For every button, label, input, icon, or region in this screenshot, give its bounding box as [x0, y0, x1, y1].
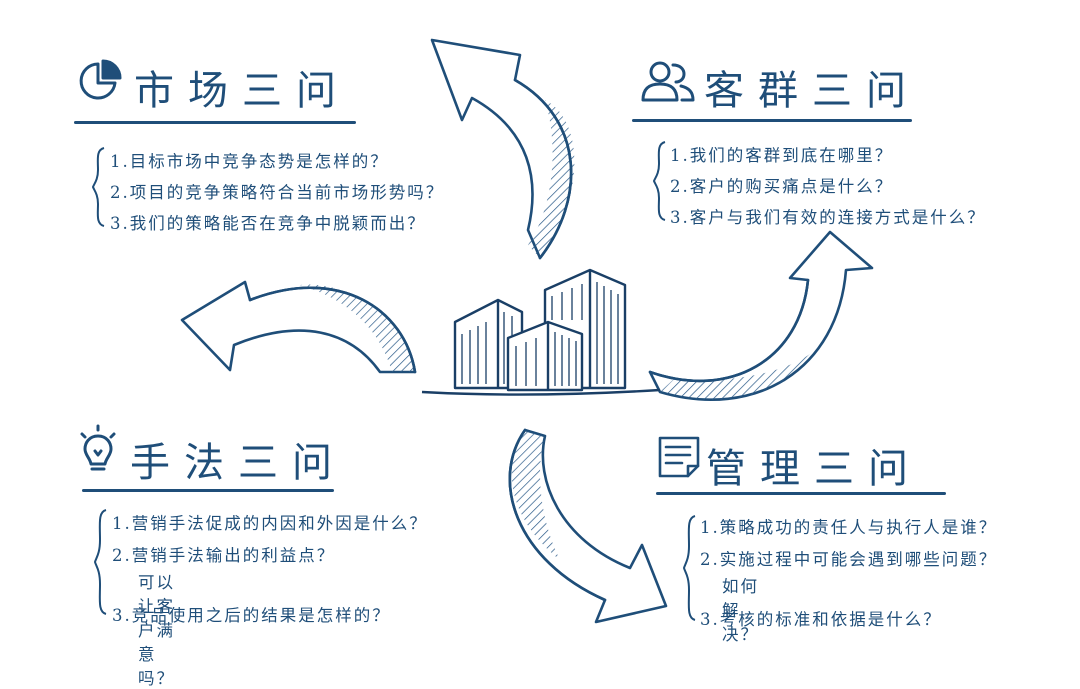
customer-question-3: 3.客户与我们有效的连接方式是什么？	[670, 208, 986, 227]
method-question-2: 2.营销手法输出的利益点？	[112, 546, 336, 565]
customer-brace	[652, 141, 666, 221]
management-question-3: 3.考核的标准和依据是什么？	[700, 610, 942, 629]
management-title-underline	[656, 492, 946, 495]
user-group-icon	[641, 61, 695, 102]
management-title: 管理三问	[706, 446, 922, 492]
management-brace	[682, 515, 696, 621]
market-questions: 1.目标市场中竞争态势是怎样的？ 2.项目的竞争策略符合当前市场形势吗？ 3.我…	[110, 146, 444, 239]
customer-question-2: 2.客户的购买痛点是什么？	[670, 177, 894, 196]
method-title: 手法三问	[130, 440, 346, 486]
method-title-underline	[82, 489, 334, 492]
arrows-and-buildings	[180, 38, 874, 624]
method-brace	[93, 509, 107, 615]
management-question-2: 2.实施过程中可能会遇到哪些问题？	[700, 550, 998, 569]
market-brace	[91, 147, 105, 227]
arrow-up-left	[430, 38, 575, 260]
arrow-left	[180, 280, 417, 374]
lightbulb-icon	[80, 424, 116, 471]
pie-chart-icon	[79, 59, 122, 100]
management-questions: 1.策略成功的责任人与执行人是谁？ 2.实施过程中可能会遇到哪些问题？ 3.考核…	[700, 512, 997, 636]
arrow-up-right	[648, 230, 874, 401]
buildings-icon	[421, 268, 661, 396]
customer-title: 客群三问	[704, 68, 920, 114]
document-icon	[658, 436, 700, 478]
management-question-1: 1.策略成功的责任人与执行人是谁？	[700, 518, 998, 537]
method-questions: 1.营销手法促成的内因和外因是什么？ 2.营销手法输出的利益点？ 3.竞品使用之…	[112, 508, 428, 632]
market-title-underline	[74, 121, 356, 124]
customer-questions: 1.我们的客群到底在哪里？ 2.客户的购买痛点是什么？ 3.客户与我们有效的连接…	[670, 140, 986, 233]
method-question-1: 1.营销手法促成的内因和外因是什么？	[112, 514, 428, 533]
market-question-1: 1.目标市场中竞争态势是怎样的？	[110, 152, 389, 171]
customer-title-underline	[632, 119, 912, 122]
market-question-2: 2.项目的竞争策略符合当前市场形势吗？	[110, 183, 445, 202]
method-question-3: 3.竞品使用之后的结果是怎样的？	[112, 606, 391, 625]
method-question-2-continued: 可以让客户满意吗？	[138, 573, 175, 688]
customer-question-1: 1.我们的客群到底在哪里？	[670, 146, 894, 165]
arrow-down-right	[508, 428, 668, 624]
market-question-3: 3.我们的策略能否在竞争中脱颖而出？	[110, 214, 426, 233]
mind-map-diagram: 市场三问 1.目标市场中竞争态势是怎样的？ 2.项目的竞争策略符合当前市场形势吗…	[74, 38, 997, 688]
management-question-2-continued: 如何解决？	[722, 577, 759, 644]
market-title: 市场三问	[134, 68, 350, 114]
